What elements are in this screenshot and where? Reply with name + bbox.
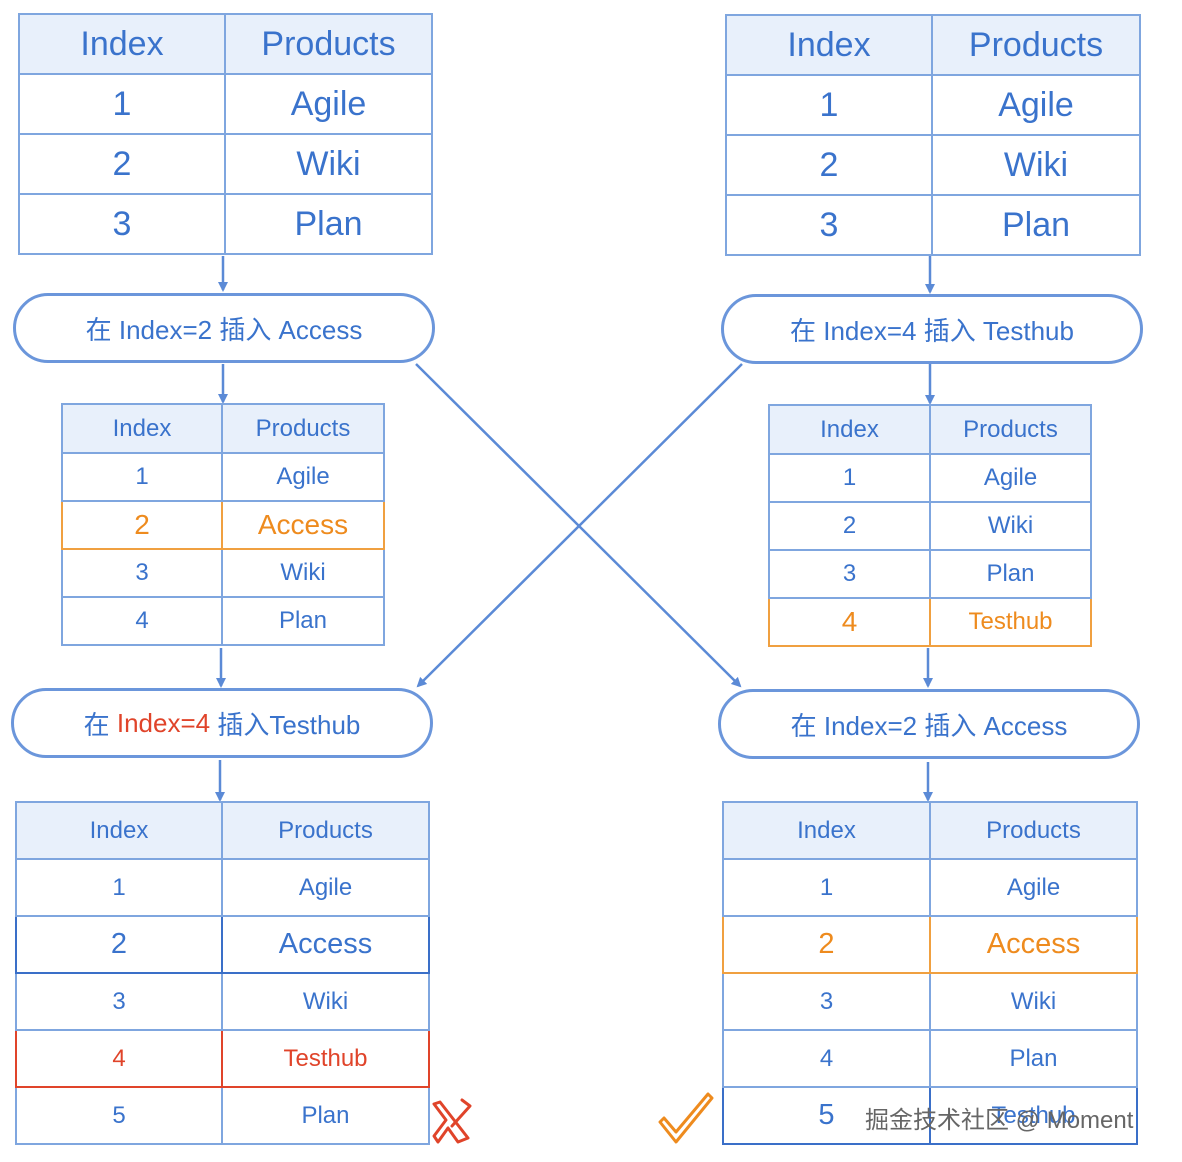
header-index: Index (18, 13, 226, 75)
cell-index: 2 (18, 133, 226, 195)
cell-product: Plan (929, 1029, 1138, 1088)
cell-index: 2 (768, 501, 931, 551)
header-index: Index (15, 801, 223, 860)
cell-product: Plan (221, 596, 385, 646)
cell-index: 4 (722, 1029, 931, 1088)
header-products: Products (931, 14, 1141, 76)
cell-index: 1 (722, 858, 931, 917)
header-index: Index (768, 404, 931, 455)
wrong-cross-icon (432, 1098, 472, 1144)
cell-product: Wiki (224, 133, 433, 195)
header-products: Products (224, 13, 433, 75)
step-right-insert-testhub: 在 Index=4 插入 Testhub (721, 294, 1143, 364)
header-index: Index (61, 403, 223, 454)
header-products: Products (929, 404, 1092, 455)
step-label: 在 Index=2 插入 Access (85, 314, 363, 345)
step-label-conflict: Index=4 (116, 707, 211, 738)
cell-index: 5 (722, 1086, 931, 1145)
cell-product-inserted: Testhub (929, 597, 1092, 647)
cell-product: Agile (224, 73, 433, 135)
cell-index-inserted: 2 (722, 915, 931, 974)
header-index: Index (725, 14, 933, 76)
cross-arrow-left-to-right (415, 363, 742, 688)
cell-product: Wiki (929, 972, 1138, 1031)
cell-product: Plan (224, 193, 433, 255)
cell-product: Wiki (929, 501, 1092, 551)
cell-product: Plan (929, 549, 1092, 599)
step-left-insert-access: 在 Index=2 插入 Access (13, 293, 435, 363)
cell-index: 3 (725, 194, 933, 256)
header-products: Products (221, 403, 385, 454)
cell-product: Plan (931, 194, 1141, 256)
step-label-prefix: 在 (83, 709, 117, 740)
cross-arrow-right-to-left (416, 363, 743, 688)
step-left-insert-testhub: 在 Index=4 插入Testhub (11, 688, 433, 758)
cell-index: 3 (768, 549, 931, 599)
cell-index: 1 (18, 73, 226, 135)
cell-index: 3 (722, 972, 931, 1031)
check-mark-icon (658, 1092, 714, 1144)
cell-index: 3 (18, 193, 226, 255)
step-label: 在 Index=4 插入 Testhub (790, 315, 1074, 346)
cell-product: Agile (929, 858, 1138, 917)
cell-index: 3 (61, 548, 223, 598)
cell-product: Agile (929, 453, 1092, 503)
cell-index: 1 (768, 453, 931, 503)
cell-product: Plan (221, 1086, 430, 1145)
cell-index: 2 (15, 915, 223, 974)
cell-index-inserted: 4 (768, 597, 931, 647)
cell-index: 1 (61, 452, 223, 502)
cell-product: Wiki (221, 548, 385, 598)
cell-product: Agile (931, 74, 1141, 136)
cell-product-inserted: Access (221, 500, 385, 550)
cell-index: 5 (15, 1086, 223, 1145)
cell-index-inserted: 2 (61, 500, 223, 550)
cell-index: 1 (725, 74, 933, 136)
cell-product: Agile (221, 452, 385, 502)
cell-product: Wiki (931, 134, 1141, 196)
step-label: 在 Index=2 插入 Access (790, 710, 1068, 741)
cell-index: 1 (15, 858, 223, 917)
header-products: Products (929, 801, 1138, 860)
cell-index-wrong: 4 (15, 1029, 223, 1088)
step-right-insert-access: 在 Index=2 插入 Access (718, 689, 1140, 759)
cell-index: 2 (725, 134, 933, 196)
cell-product-inserted: Access (929, 915, 1138, 974)
cell-index: 3 (15, 972, 223, 1031)
step-label-suffix: 插入Testhub (210, 709, 361, 740)
watermark: 掘金技术社区 @ Moment (865, 1107, 1134, 1134)
cell-product: Access (221, 915, 430, 974)
header-index: Index (722, 801, 931, 860)
cell-product-wrong: Testhub (221, 1029, 430, 1088)
cell-product: Wiki (221, 972, 430, 1031)
cell-index: 4 (61, 596, 223, 646)
header-products: Products (221, 801, 430, 860)
cell-product: Testhub (929, 1086, 1138, 1145)
cell-product: Agile (221, 858, 430, 917)
